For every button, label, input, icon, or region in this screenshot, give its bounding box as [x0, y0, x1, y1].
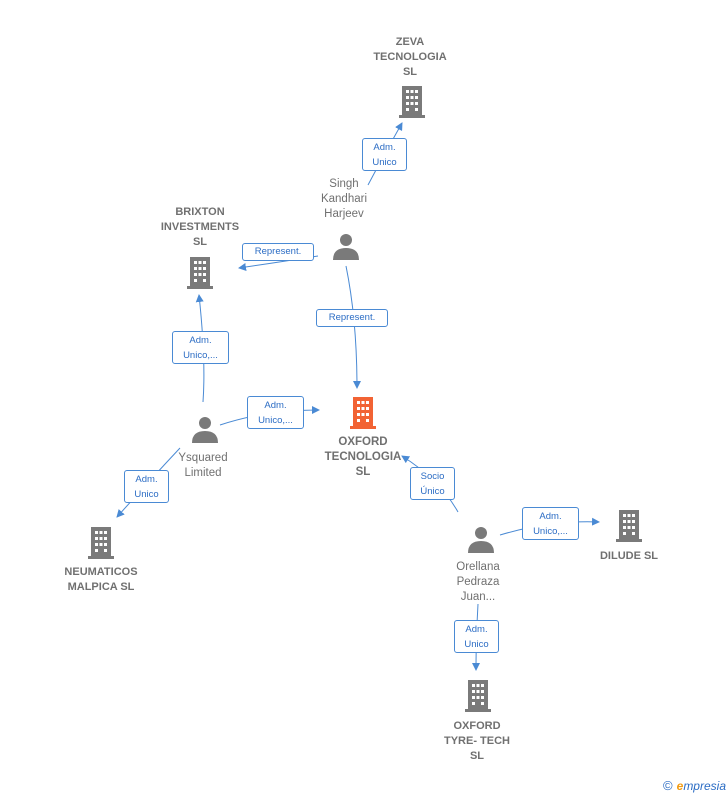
edge-label-ysq-brixton[interactable]: Adm. Unico,... [172, 331, 229, 364]
oxford-tecnologia-building-icon[interactable] [350, 397, 376, 429]
edge-label-orellana-dilude[interactable]: Adm. Unico,... [522, 507, 579, 540]
oxford-tecnologia-label[interactable]: OXFORD TECNOLOGIA SL [324, 436, 402, 478]
brixton-label[interactable]: BRIXTON INVESTMENTS SL [160, 206, 240, 248]
brand-initial: e [676, 779, 684, 793]
edge-label-orellana-oxford[interactable]: Socio Único [410, 467, 455, 500]
edge-label-singh-oxford[interactable]: Represent. [316, 309, 388, 327]
ysquared-label[interactable]: Ysquared Limited [178, 452, 228, 479]
edge-label-orellana-tyre[interactable]: Adm. Unico [454, 620, 499, 653]
zeva-building-icon[interactable] [399, 86, 425, 118]
edge-label-ysq-oxford[interactable]: Adm. Unico,... [247, 396, 304, 429]
neumaticos-building-icon[interactable] [88, 527, 114, 559]
singh-person-icon[interactable] [333, 234, 359, 260]
neumaticos-label[interactable]: NEUMATICOS MALPICA SL [64, 566, 138, 593]
brixton-building-icon[interactable] [187, 257, 213, 289]
edge-label-singh-brixton[interactable]: Represent. [242, 243, 314, 261]
singh-label[interactable]: Singh Kandhari Harjeev [320, 178, 368, 220]
dilude-label[interactable]: DILUDE SL [599, 550, 659, 562]
brand-name: mpresia [683, 779, 726, 793]
oxford-tyre-building-icon[interactable] [465, 680, 491, 712]
ysquared-person-icon[interactable] [192, 417, 218, 443]
dilude-building-icon[interactable] [616, 510, 642, 542]
edge-label-ysq-neumaticos[interactable]: Adm. Unico [124, 470, 169, 503]
orellana-label[interactable]: Orellana Pedraza Juan... [456, 561, 500, 603]
orellana-person-icon[interactable] [468, 527, 494, 553]
edge-singh-oxford [345, 265, 361, 389]
zeva-label[interactable]: ZEVA TECNOLOGIA SL [373, 36, 447, 78]
edge-label-singh-zeva[interactable]: Adm. Unico [362, 138, 407, 171]
brand-footer: ©empresia [663, 778, 726, 793]
oxford-tyre-label[interactable]: OXFORD TYRE- TECH SL [444, 720, 510, 762]
copyright-icon: © [663, 778, 673, 793]
